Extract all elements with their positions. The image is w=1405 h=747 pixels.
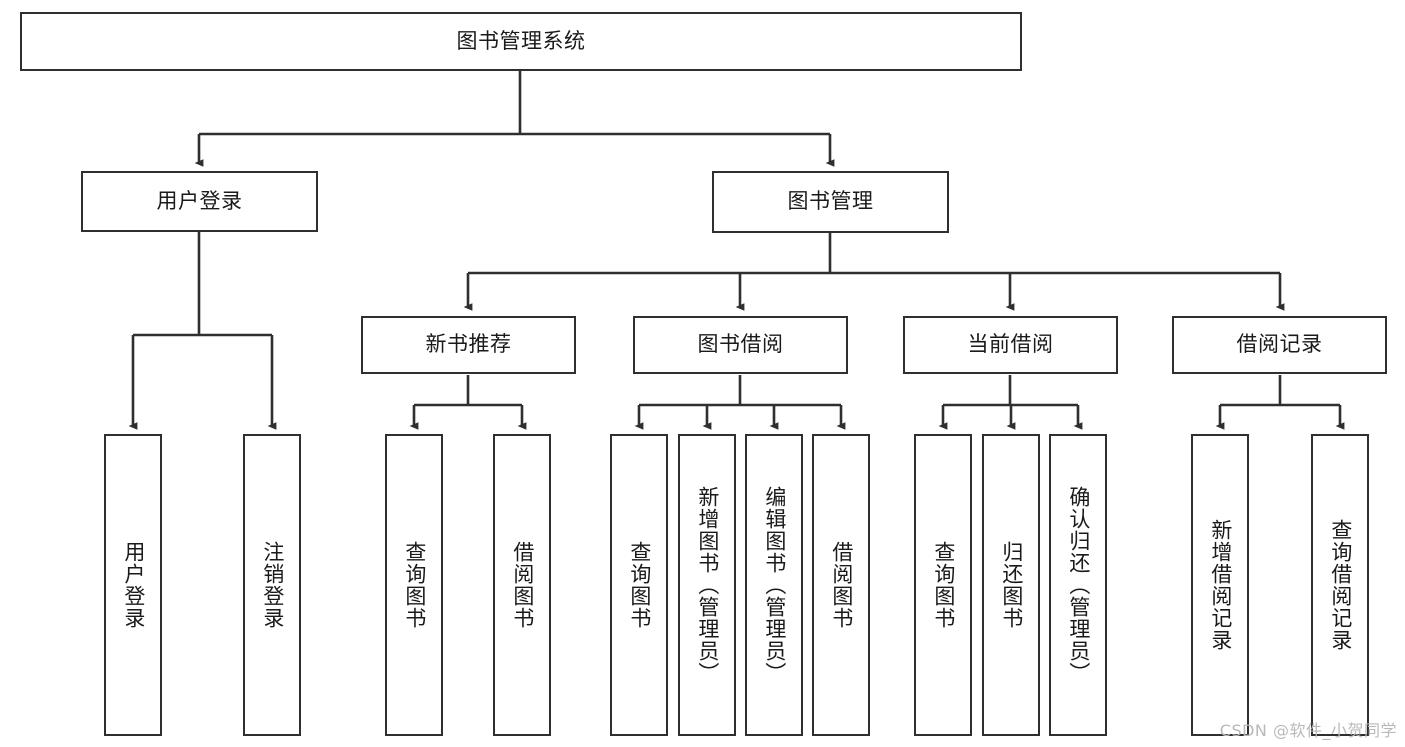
leaf-label: 借阅图书	[829, 541, 854, 629]
leaf-current-borrow-query-book[interactable]: 查询图书	[914, 434, 972, 736]
node-root[interactable]: 图书管理系统	[20, 12, 1022, 71]
node-current-borrow[interactable]: 当前借阅	[903, 316, 1118, 374]
leaf-label: 用户登录	[121, 541, 146, 629]
leaf-book-borrow-edit-book-admin[interactable]: 编辑图书（管理员）	[745, 434, 803, 736]
leaf-user-login-login[interactable]: 用户登录	[104, 434, 162, 736]
leaf-label: 归还图书	[999, 541, 1024, 629]
leaf-borrow-records-query-record[interactable]: 查询借阅记录	[1311, 434, 1369, 736]
leaf-borrow-records-add-record[interactable]: 新增借阅记录	[1191, 434, 1249, 736]
leaf-book-borrow-borrow-book[interactable]: 借阅图书	[812, 434, 870, 736]
leaf-user-login-logout[interactable]: 注销登录	[243, 434, 301, 736]
leaf-label: 查询图书	[627, 541, 652, 629]
leaf-current-borrow-return-book[interactable]: 归还图书	[982, 434, 1040, 736]
node-user-login[interactable]: 用户登录	[81, 171, 318, 232]
leaf-book-borrow-query-book[interactable]: 查询图书	[610, 434, 668, 736]
node-new-book-recommend[interactable]: 新书推荐	[361, 316, 576, 374]
leaf-label: 编辑图书（管理员）	[762, 486, 787, 684]
leaf-label: 查询借阅记录	[1328, 519, 1353, 651]
leaf-new-books-borrow-book[interactable]: 借阅图书	[493, 434, 551, 736]
node-book-management[interactable]: 图书管理	[712, 171, 949, 233]
leaf-label: 确认归还（管理员）	[1066, 486, 1091, 684]
leaf-new-books-query-book[interactable]: 查询图书	[385, 434, 443, 736]
csdn-watermark: CSDN @软件_小贺同学	[1219, 721, 1397, 740]
leaf-label: 查询图书	[402, 541, 427, 629]
node-borrow-records[interactable]: 借阅记录	[1172, 316, 1387, 374]
leaf-book-borrow-add-book-admin[interactable]: 新增图书（管理员）	[678, 434, 736, 736]
leaf-label: 注销登录	[260, 541, 285, 629]
leaf-current-borrow-confirm-return-admin[interactable]: 确认归还（管理员）	[1049, 434, 1107, 736]
node-book-borrow[interactable]: 图书借阅	[633, 316, 848, 374]
leaf-label: 新增借阅记录	[1208, 519, 1233, 651]
leaf-label: 查询图书	[931, 541, 956, 629]
leaf-label: 新增图书（管理员）	[695, 486, 720, 684]
leaf-label: 借阅图书	[510, 541, 535, 629]
